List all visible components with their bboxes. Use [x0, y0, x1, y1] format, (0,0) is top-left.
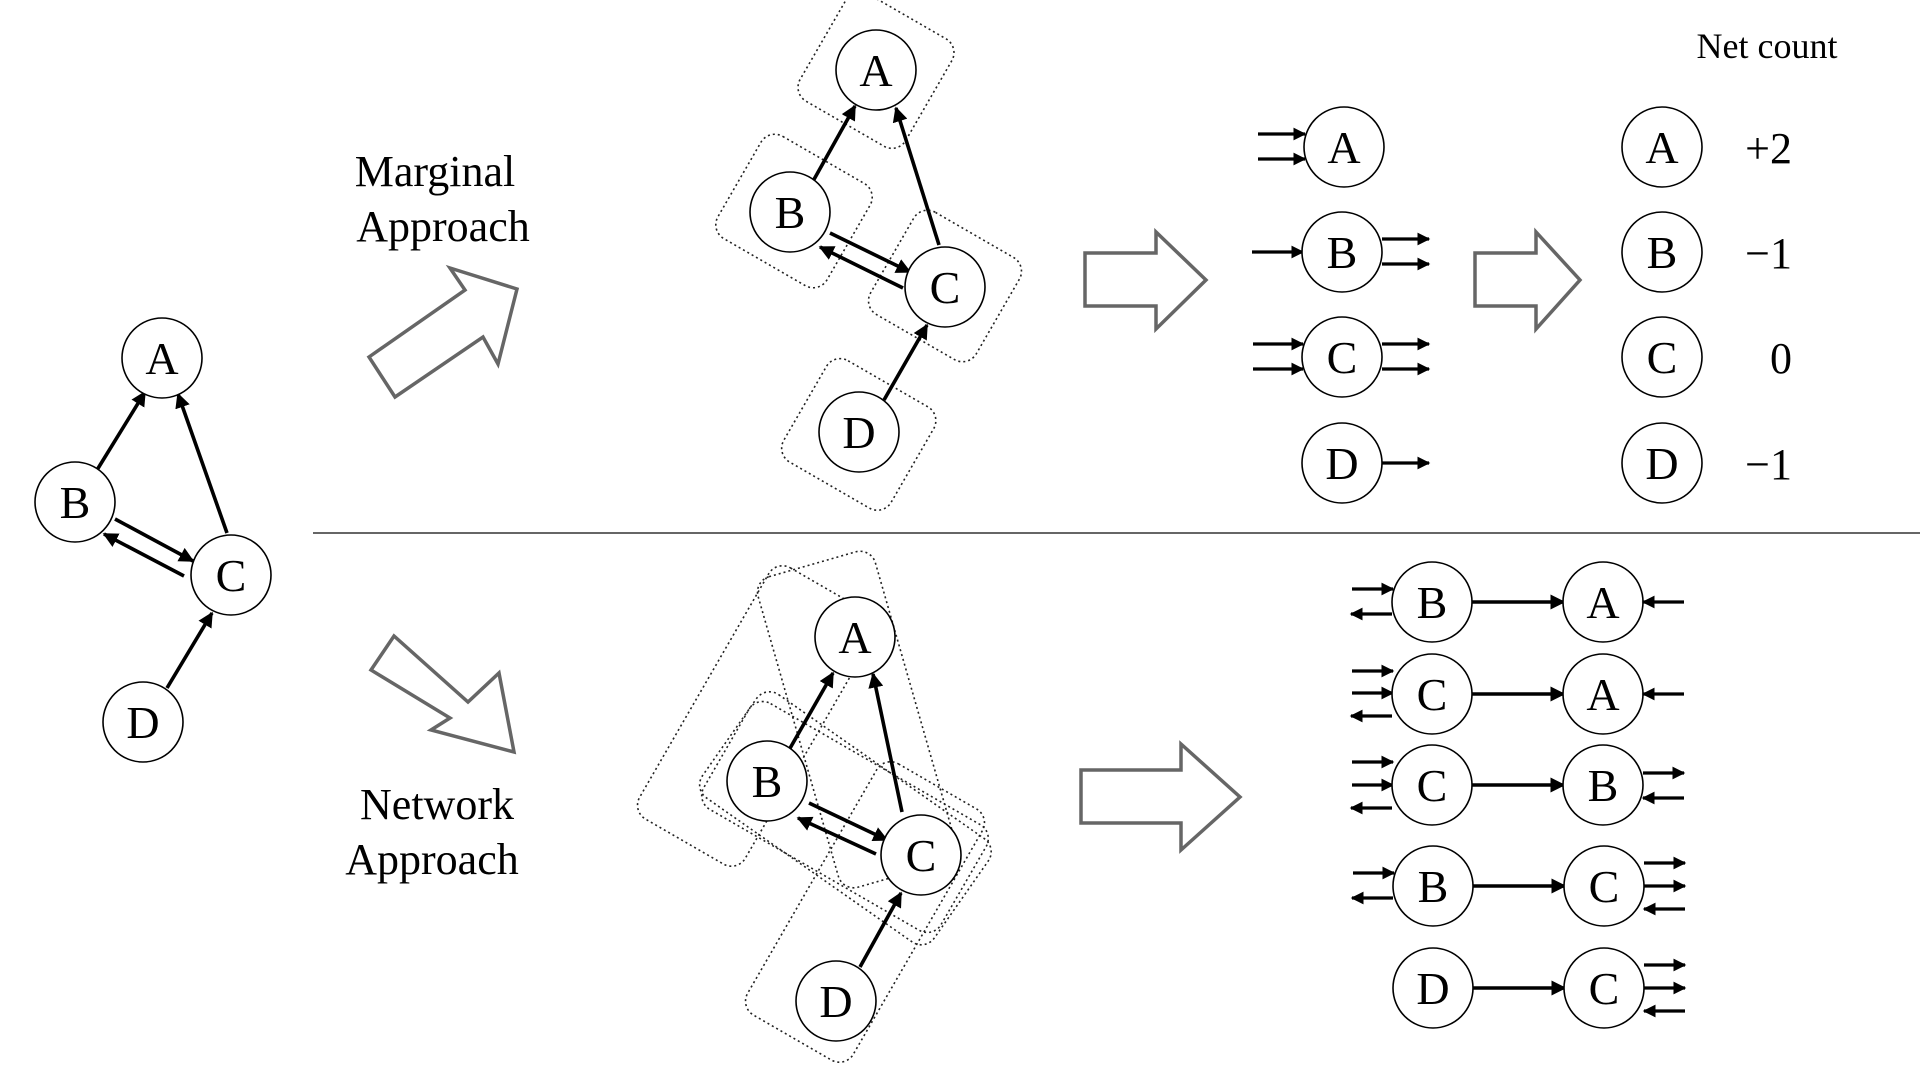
marginal-item-c: C: [1253, 316, 1431, 398]
block-arrow-up-right: [366, 264, 520, 400]
node-label: C: [1647, 332, 1678, 383]
node-a: A: [121, 317, 203, 399]
network-box-b-c: [698, 691, 992, 946]
node-label: C: [906, 830, 937, 881]
edge-d-to-c: [165, 611, 214, 689]
marginal-approach-label-line2: Approach: [356, 202, 530, 251]
edge-b-to-c: [114, 517, 195, 563]
pair-right-label: C: [1589, 963, 1620, 1014]
edge-c-to-b: [796, 816, 877, 856]
pair-row-c-b: C B: [1349, 744, 1686, 826]
pair-left-label: D: [1416, 963, 1449, 1014]
edge-c-to-a: [868, 672, 904, 813]
pair-left-label: B: [1418, 861, 1449, 912]
edge-d-to-c: [858, 891, 903, 968]
node-label: D: [842, 407, 875, 458]
edge-b-to-a: [787, 671, 835, 751]
marginal-graph: A B C D: [714, 0, 1023, 512]
pair-row-c-a: C A: [1349, 653, 1684, 735]
net-count-value: 0: [1770, 334, 1792, 383]
pair-right-label: B: [1588, 760, 1619, 811]
node-label: B: [752, 756, 783, 807]
node-label: B: [1647, 227, 1678, 278]
node-label: D: [1325, 438, 1358, 489]
network-box-c-b: [700, 700, 990, 934]
pair-row-d-c: D C: [1392, 947, 1687, 1029]
node-d: D: [818, 391, 900, 473]
block-arrow-right-top-1: [1083, 227, 1209, 334]
node-label: D: [819, 976, 852, 1027]
node-c: C: [190, 534, 272, 616]
original-graph: A B C D: [34, 317, 272, 763]
marginal-box-d: [780, 357, 937, 512]
net-count-row-d: D −1: [1621, 422, 1792, 504]
net-count-list: A +2 B −1 C 0 D −1: [1621, 106, 1792, 504]
marginal-node-list: A B C D: [1252, 106, 1431, 504]
node-label: C: [1327, 332, 1358, 383]
node-label: D: [126, 697, 159, 748]
pair-left-label: B: [1417, 577, 1448, 628]
pair-right-label: A: [1586, 577, 1619, 628]
node-label: A: [1645, 122, 1678, 173]
node-b: B: [34, 461, 116, 543]
node-d: D: [102, 681, 184, 763]
network-box-d-c: [744, 760, 986, 1064]
net-count-value: −1: [1745, 229, 1792, 278]
marginal-item-d: D: [1301, 422, 1431, 504]
pair-left-label: C: [1417, 669, 1448, 720]
network-box-b-a: [636, 564, 878, 868]
block-arrow-right-top-2: [1473, 227, 1583, 334]
edge-c-to-a: [892, 106, 941, 246]
node-label: C: [930, 262, 961, 313]
pair-list: B A C A C B: [1349, 561, 1687, 1029]
node-d: D: [795, 960, 877, 1042]
node-label: B: [775, 187, 806, 238]
node-label: B: [1327, 227, 1358, 278]
node-label: C: [216, 550, 247, 601]
network-approach-label-line1: Network: [360, 780, 514, 829]
node-label: A: [838, 612, 871, 663]
node-label: A: [1327, 122, 1360, 173]
marginal-item-b: B: [1252, 211, 1431, 293]
node-b: B: [749, 171, 831, 253]
net-count-header: Net count: [1697, 26, 1838, 66]
edge-b-to-c: [829, 231, 912, 274]
node-label: B: [60, 477, 91, 528]
pair-row-b-c: B C: [1350, 845, 1687, 927]
edge-b-to-a: [95, 390, 147, 471]
network-approach-label-line2: Approach: [345, 835, 519, 884]
pair-right-label: A: [1586, 669, 1619, 720]
pair-left-label: C: [1417, 760, 1448, 811]
edge-d-to-c: [882, 323, 929, 401]
node-b: B: [726, 740, 808, 822]
node-a: A: [814, 596, 896, 678]
marginal-item-a: A: [1258, 106, 1385, 188]
node-label: A: [145, 333, 178, 384]
node-label: A: [859, 45, 892, 96]
edge-b-to-c: [808, 801, 889, 842]
node-c: C: [904, 246, 986, 328]
edge-c-to-b: [818, 245, 904, 290]
edge-b-to-a: [810, 104, 857, 184]
edge-c-to-a: [175, 392, 229, 534]
pair-row-b-a: B A: [1349, 561, 1684, 643]
net-count-value: +2: [1745, 124, 1792, 173]
net-count-row-b: B −1: [1621, 211, 1792, 293]
node-label: D: [1645, 438, 1678, 489]
node-a: A: [835, 29, 917, 111]
block-arrow-right-bottom: [1079, 740, 1243, 854]
node-c: C: [880, 814, 962, 896]
edge-c-to-b: [102, 532, 185, 578]
pair-right-label: C: [1589, 861, 1620, 912]
net-count-row-a: A +2: [1621, 106, 1792, 188]
network-graph: A B C D: [636, 550, 992, 1064]
net-count-row-c: C 0: [1621, 316, 1792, 398]
net-count-value: −1: [1745, 440, 1792, 489]
block-arrow-down-right: [368, 633, 517, 755]
marginal-approach-label-line1: Marginal: [355, 147, 516, 196]
